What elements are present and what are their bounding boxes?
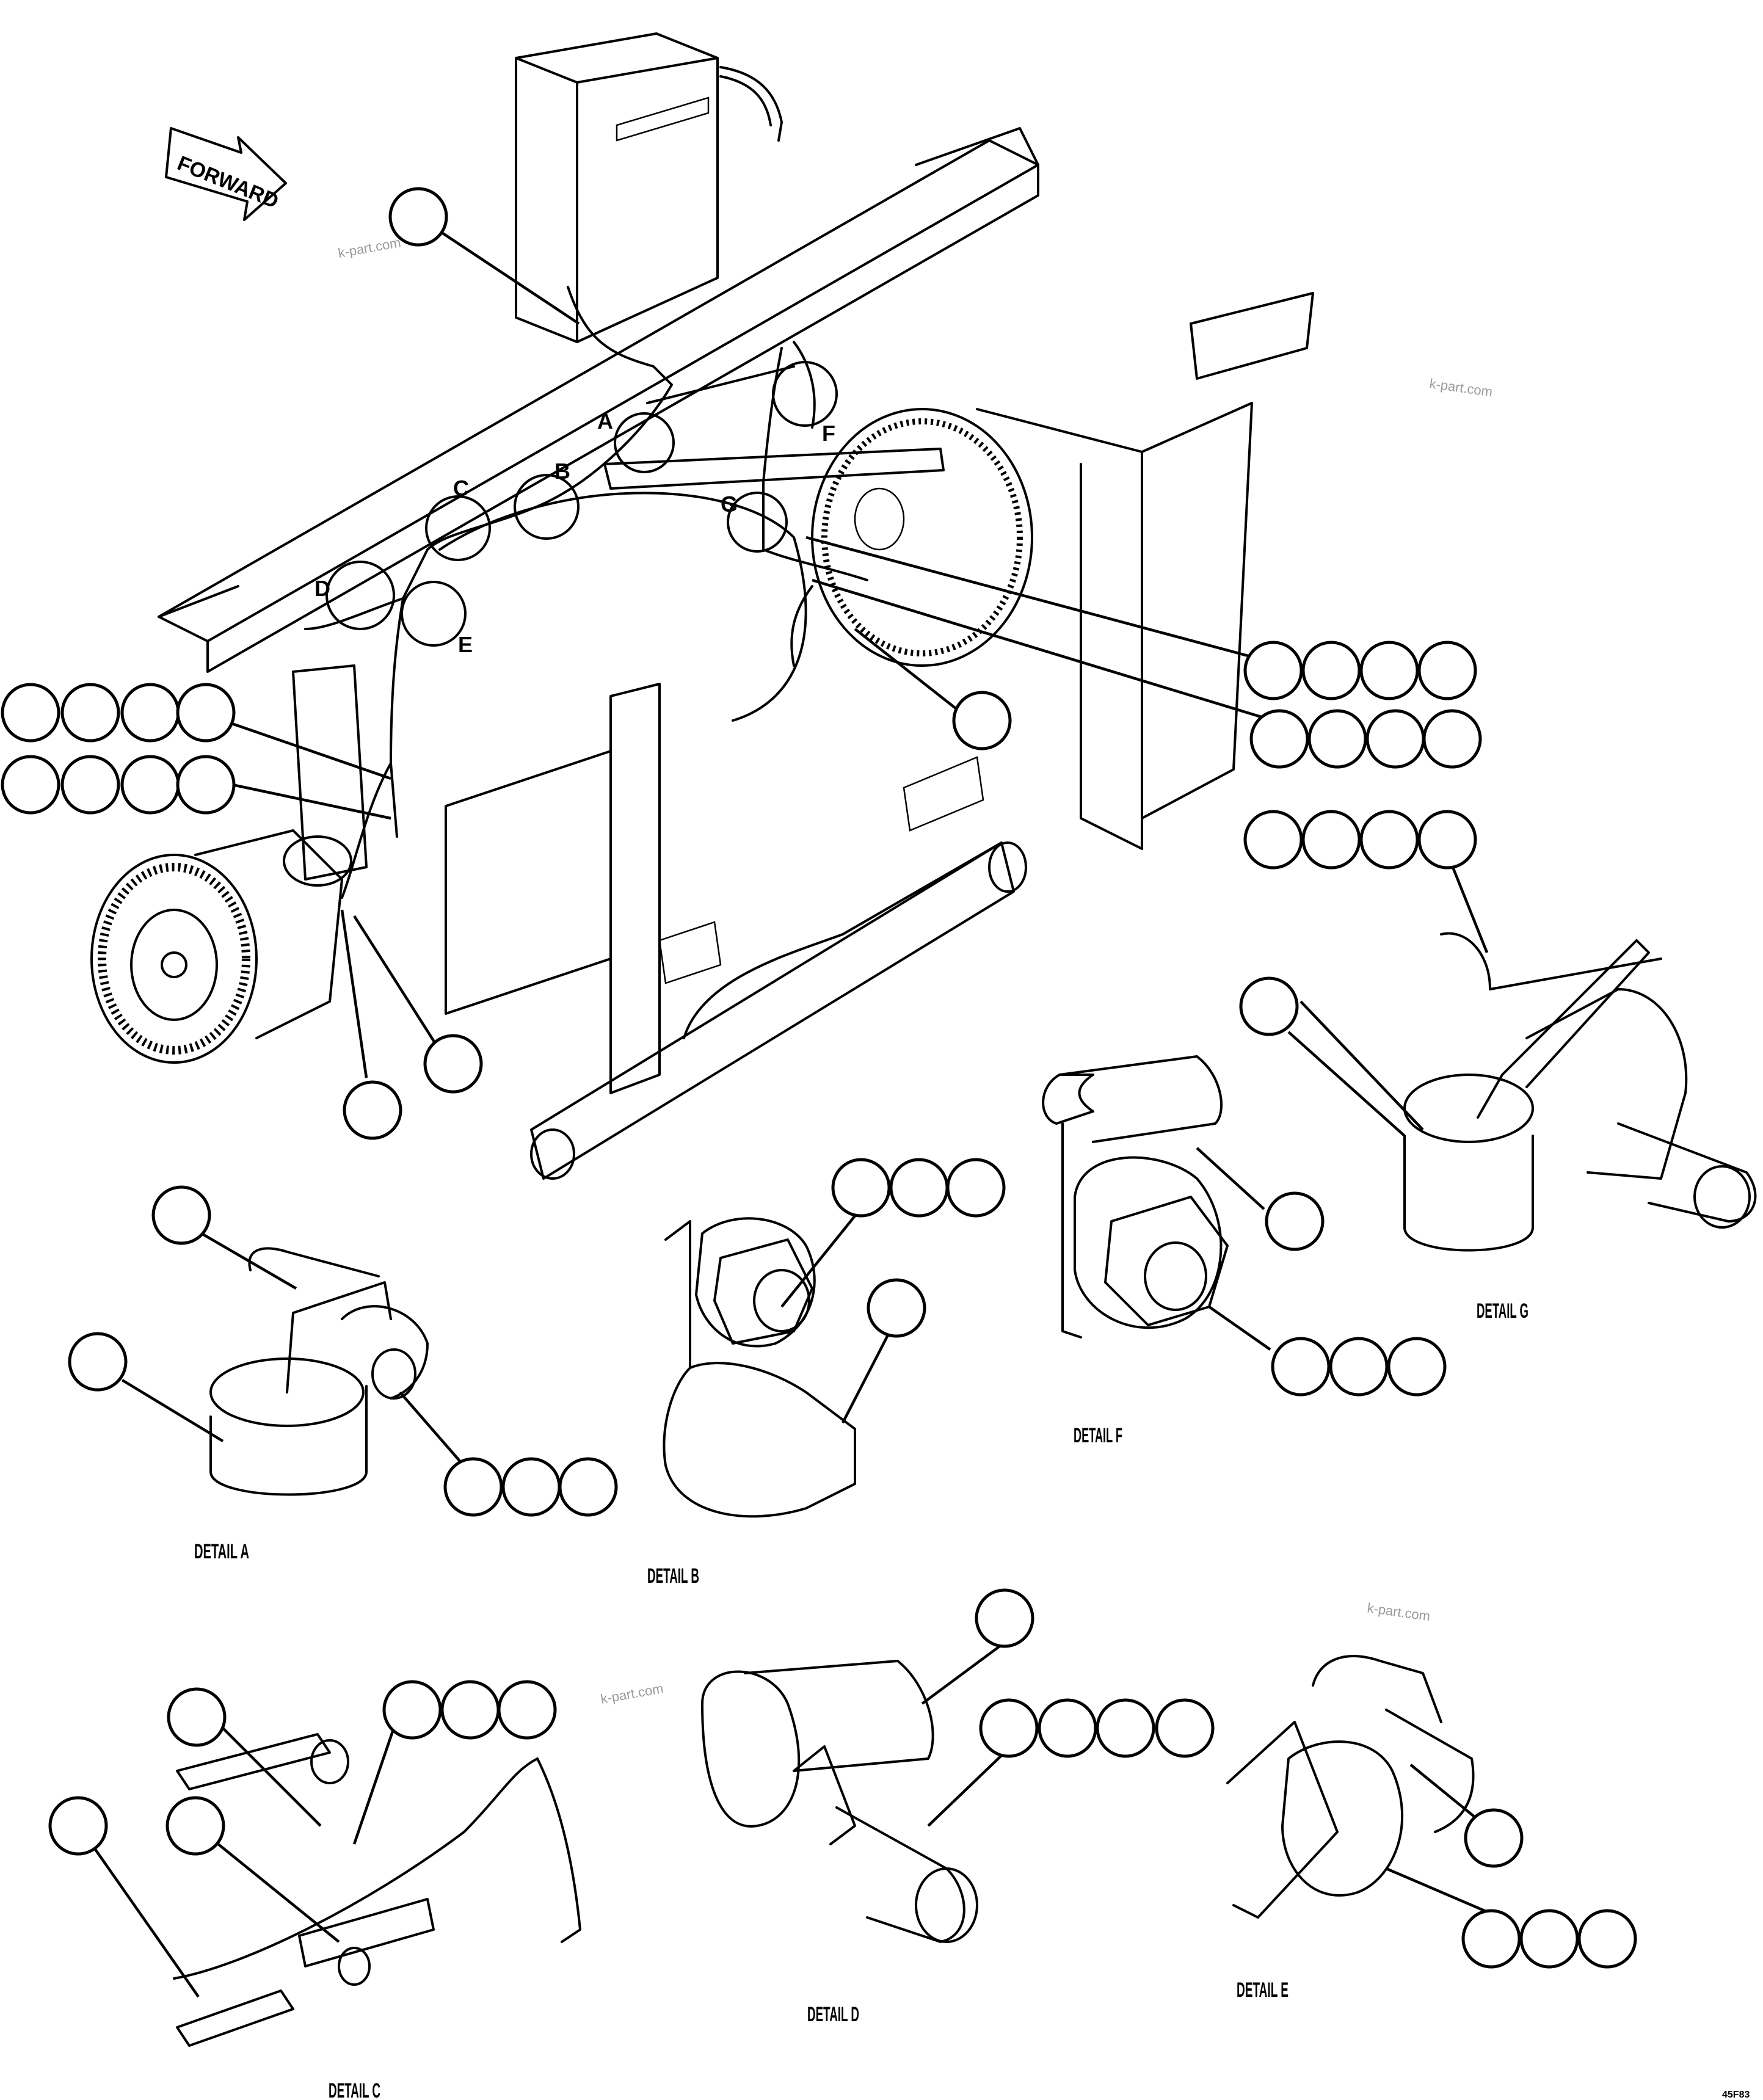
callout-bubble	[979, 1698, 1039, 1758]
detail-c-title: DETAIL C	[329, 2079, 380, 2100]
detail-leader-lines	[90, 1031, 1494, 1998]
detail-letter-b: B	[554, 459, 570, 484]
callout-bubble	[1577, 1909, 1637, 1969]
callout-bubble	[558, 1457, 618, 1517]
callout-bubble	[1239, 976, 1299, 1036]
callout-bubble	[1243, 810, 1303, 870]
callout-bubble	[1301, 641, 1361, 700]
detail-letter-a: A	[597, 409, 613, 434]
callout-bubble	[831, 1158, 891, 1218]
left-wheel-motor	[90, 829, 352, 1064]
callout-bubble	[176, 755, 236, 815]
callout-bubble	[1387, 1337, 1447, 1397]
callout-bubble	[440, 1680, 500, 1740]
callout-bubble	[889, 1158, 949, 1218]
detail-f-title: DETAIL F	[1074, 1424, 1122, 1447]
watermark: k-part.com	[337, 234, 402, 261]
detail-titles: DETAIL A DETAIL B DETAIL C DETAIL D DETA…	[194, 1299, 1529, 2100]
leader-lines	[231, 226, 1489, 1131]
callout-bubble	[1519, 1909, 1579, 1969]
callout-bubble	[501, 1457, 561, 1517]
callout-bubble	[1155, 1698, 1215, 1758]
callout-bubble	[68, 1332, 128, 1392]
callout-bubble	[1, 683, 60, 743]
detail-g-clamp	[1403, 932, 1757, 1252]
electrical-cabinet	[515, 32, 783, 343]
callout-bubble	[1096, 1698, 1155, 1758]
callout-bubble	[1422, 709, 1482, 769]
callout-bubble	[1301, 810, 1361, 870]
watermark: k-part.com	[1428, 376, 1493, 399]
callout-bubble	[1271, 1337, 1331, 1397]
detail-a-clamp	[209, 1247, 429, 1496]
callout-bubble	[1265, 1191, 1325, 1251]
callout-bubble	[388, 187, 448, 247]
callout-bubble	[1365, 709, 1425, 769]
callout-bubble	[1464, 1808, 1524, 1868]
callout-bubble	[1243, 641, 1303, 700]
callout-bubble	[952, 691, 1012, 750]
callout-bubble	[120, 755, 180, 815]
sheet-code: 45F83	[1722, 2090, 1750, 2100]
callout-bubble	[165, 1796, 225, 1856]
callout-bubble	[423, 1034, 483, 1094]
watermark: k-part.com	[1366, 1600, 1431, 1624]
callout-bubble	[343, 1080, 402, 1140]
detail-c-assembly	[173, 1733, 581, 2047]
detail-d-title: DETAIL D	[807, 2003, 859, 2026]
callout-bubble	[120, 683, 180, 743]
detail-letter-g: G	[721, 492, 738, 517]
callout-bubble	[1329, 1337, 1389, 1397]
detail-letters: A B C D E F G	[314, 409, 835, 657]
callout-bubble	[176, 683, 236, 743]
callout-bubble	[946, 1158, 1006, 1218]
callout-bubble	[1417, 810, 1477, 870]
watermark: k-part.com	[600, 1680, 665, 1707]
detail-b-title: DETAIL B	[647, 1564, 699, 1588]
right-wheel-motor	[811, 408, 1033, 667]
forward-arrow: FORWARD	[165, 127, 287, 221]
callout-bubble	[1249, 709, 1309, 769]
callout-bubble	[151, 1185, 211, 1245]
callout-bubble	[1307, 709, 1367, 769]
detail-location-markers	[325, 361, 838, 647]
detail-f-clamp	[1042, 1055, 1229, 1339]
callout-bubble	[167, 1687, 227, 1747]
callout-bubble	[1038, 1698, 1097, 1758]
detail-e-title: DETAIL E	[1237, 1978, 1289, 2002]
callout-bubbles	[1, 187, 1637, 1969]
callout-bubble	[1359, 641, 1419, 700]
callout-bubble	[1461, 1909, 1521, 1969]
detail-d-clamp	[701, 1660, 978, 1943]
callout-bubble	[975, 1588, 1034, 1648]
callout-bubble	[1, 755, 60, 815]
detail-a-title: DETAIL A	[194, 1540, 249, 1563]
callout-bubble	[867, 1278, 926, 1338]
callout-bubble	[382, 1680, 442, 1740]
frame	[158, 127, 1314, 1180]
detail-e-clamp	[1226, 1655, 1475, 1919]
callout-bubble	[497, 1680, 557, 1740]
detail-letter-e: E	[458, 632, 473, 657]
detail-g-title: DETAIL G	[1477, 1299, 1529, 1323]
wiring-harness	[304, 286, 868, 899]
detail-letter-f: F	[822, 421, 835, 446]
detail-letter-c: C	[453, 476, 469, 501]
callout-bubble	[443, 1457, 503, 1517]
forward-label: FORWARD	[174, 151, 282, 213]
detail-letter-d: D	[314, 576, 330, 601]
callout-bubble	[60, 755, 120, 815]
callout-bubble	[1359, 810, 1419, 870]
callout-bubble	[1417, 641, 1477, 700]
detail-b-clamp	[663, 1217, 856, 1518]
callout-bubble	[48, 1796, 108, 1856]
callout-bubble	[60, 683, 120, 743]
